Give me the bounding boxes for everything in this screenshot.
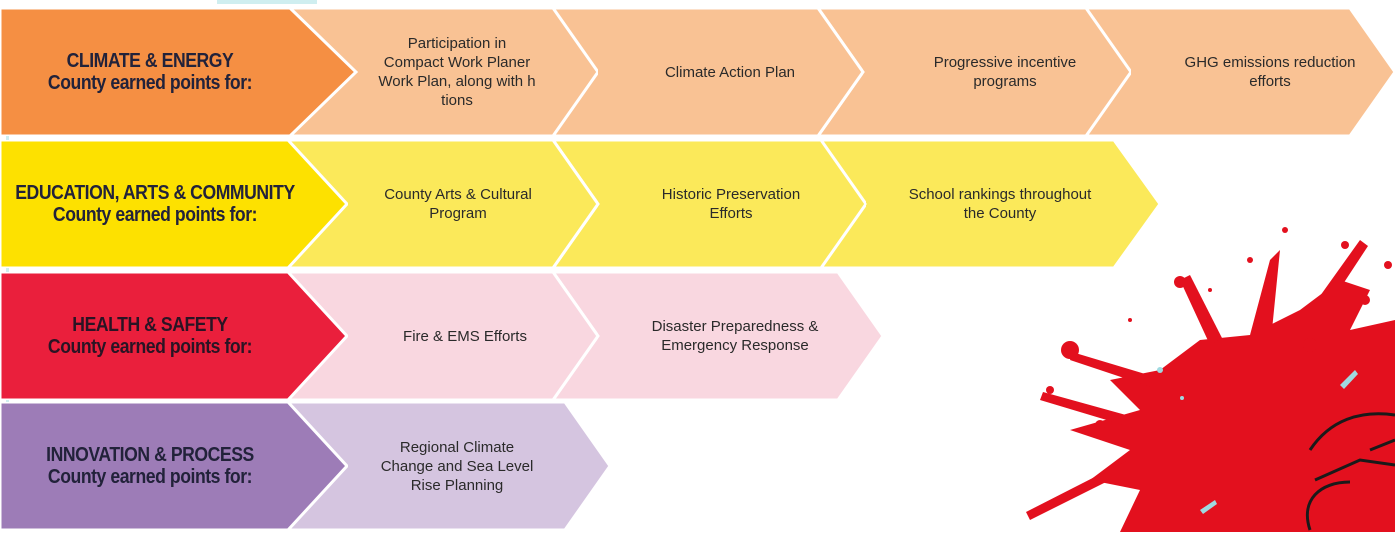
category-chevron <box>0 140 348 268</box>
category-title: HEALTH & SAFETY <box>72 314 228 336</box>
background-line <box>217 0 317 4</box>
item-label: School rankings throughout the County <box>908 186 1092 222</box>
item-chevron <box>818 8 1131 136</box>
category-subtitle: County earned points for: <box>47 72 253 94</box>
item-label: Regional Climate Change and Sea Level Ri… <box>380 438 534 494</box>
item-label: Fire & EMS Efforts <box>403 327 527 345</box>
row-climate-energy: GHG emissions reduction efforts Progress… <box>0 8 1395 136</box>
item-label: Historic Preservation Efforts <box>661 186 801 222</box>
background-line <box>6 10 9 530</box>
category-label: HEALTH & SAFETY County earned points for… <box>18 272 282 400</box>
row-health-safety: Disaster Preparedness & Emergency Respon… <box>0 272 885 400</box>
category-chevron <box>0 272 348 400</box>
item-label: County Arts & Cultural Program <box>384 186 532 222</box>
category-label: CLIMATE & ENERGY County earned points fo… <box>18 8 282 136</box>
item-label: GHG emissions reduction efforts <box>1184 54 1356 90</box>
category-subtitle: County earned points for: <box>52 204 258 226</box>
item-chevron <box>553 140 866 268</box>
category-label: EDUCATION, ARTS & COMMUNITY County earne… <box>15 140 295 268</box>
category-subtitle: County earned points for: <box>47 466 253 488</box>
red-paint-splatter-icon <box>1010 220 1395 537</box>
category-title: EDUCATION, ARTS & COMMUNITY <box>15 182 295 204</box>
category-title: CLIMATE & ENERGY <box>66 50 234 72</box>
category-chevron <box>0 402 348 530</box>
item-label: Climate Action Plan <box>664 63 796 81</box>
item-chevron <box>553 272 883 400</box>
item-label: Progressive incentive programs <box>933 54 1077 90</box>
category-subtitle: County earned points for: <box>47 336 253 358</box>
item-label: Participation in Compact Work Planer Wor… <box>378 35 536 109</box>
category-label: INNOVATION & PROCESS County earned point… <box>18 402 282 530</box>
row-innovation-process: Regional Climate Change and Sea Level Ri… <box>0 402 615 530</box>
item-label: Disaster Preparedness & Emergency Respon… <box>651 318 819 354</box>
category-chevron <box>0 8 358 136</box>
row-education-arts-community: School rankings throughout the County Hi… <box>0 140 1160 268</box>
category-title: INNOVATION & PROCESS <box>46 444 254 466</box>
